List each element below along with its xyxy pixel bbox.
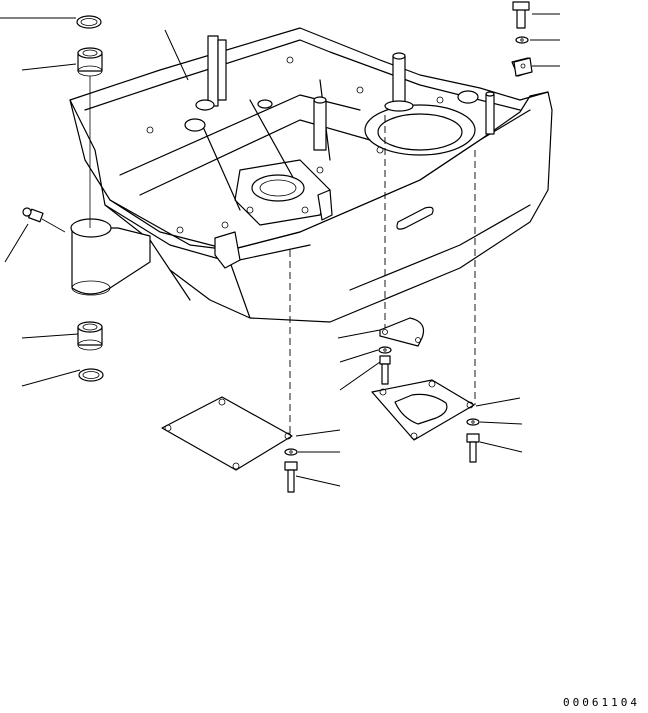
bolt-center	[379, 355, 391, 385]
cover-plate-left	[161, 396, 293, 471]
bushing-bottom	[77, 321, 103, 351]
main-frame	[69, 27, 553, 323]
bushing-top	[77, 47, 103, 77]
washer-center	[378, 346, 392, 354]
bracket-fasteners-top-right	[512, 1, 533, 77]
callout-leaders	[0, 13, 560, 487]
washer-left	[284, 448, 298, 456]
assembly-lines	[289, 115, 476, 438]
drawing-reference-number: 00061104	[563, 696, 640, 709]
o-ring-bottom	[78, 368, 104, 382]
pin-boss-assembly	[22, 15, 151, 382]
washer-right	[466, 418, 480, 426]
o-ring-top	[76, 15, 102, 29]
grease-fitting	[22, 207, 66, 233]
gasket-plate	[379, 317, 425, 347]
bolt-left	[284, 461, 298, 493]
bolt-right	[466, 433, 480, 463]
cover-plate-right	[371, 379, 475, 441]
